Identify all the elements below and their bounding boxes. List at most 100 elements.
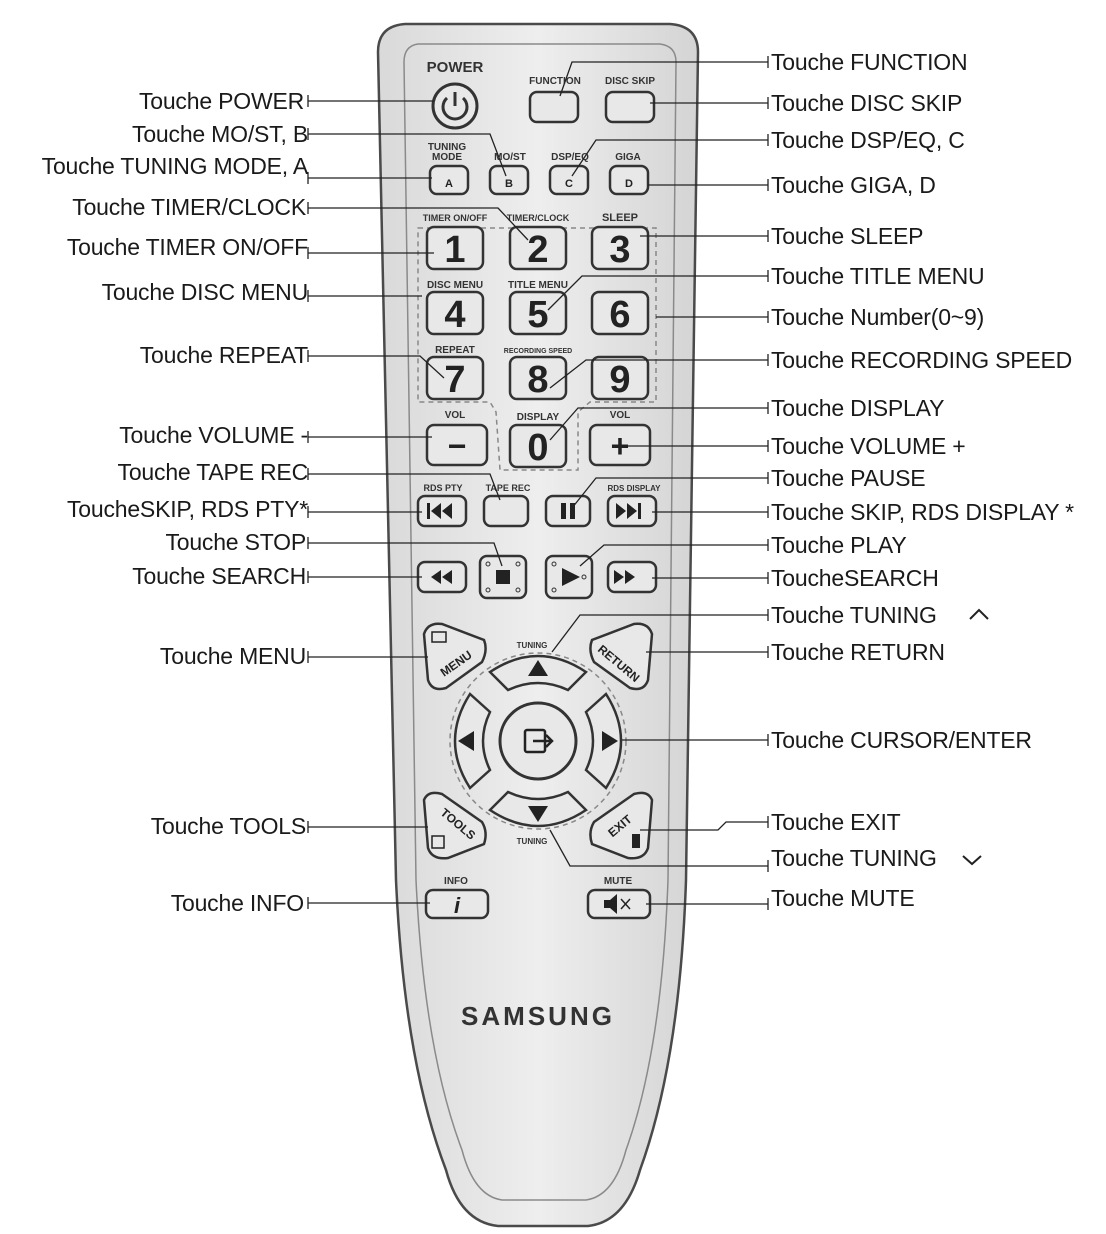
vol-left-label: VOL: [445, 410, 466, 421]
stop-button[interactable]: [478, 554, 528, 600]
letter-key-d[interactable]: D: [608, 164, 650, 196]
caret-up-icon: [969, 608, 989, 620]
skip-back-button[interactable]: [416, 494, 468, 528]
leader-tuning-up: [551, 614, 768, 653]
number-key-label: 4: [444, 294, 465, 336]
number-key-3[interactable]: 3: [590, 225, 650, 271]
volume-minus-button[interactable]: −: [425, 423, 489, 467]
number-key-8[interactable]: 8: [508, 355, 568, 401]
caret-down-icon: [962, 855, 982, 866]
mute-button[interactable]: [586, 888, 652, 920]
play-button[interactable]: [544, 554, 594, 600]
arrow-down-icon: [528, 806, 548, 822]
leader-play: [579, 544, 768, 567]
callout-return: Touche RETURN: [771, 639, 945, 665]
callout-mute: Touche MUTE: [771, 885, 915, 911]
number-key-1[interactable]: 1: [425, 225, 485, 271]
fast-forward-button[interactable]: [606, 560, 658, 594]
callout-play: Touche PLAY: [771, 532, 907, 558]
function-button[interactable]: [528, 90, 580, 124]
letter-key-label: A: [445, 178, 453, 190]
tape-rec-button[interactable]: [482, 494, 530, 528]
callout-tape-rec: Touche TAPE REC: [117, 459, 309, 485]
callout-info: Touche INFO: [170, 890, 304, 916]
cursor-right-button[interactable]: [584, 692, 623, 790]
callout-tuning-up: Touche TUNING: [771, 602, 937, 628]
callout-display: Touche DISPLAY: [771, 395, 945, 421]
cursor-down-button[interactable]: [488, 790, 588, 828]
disc-skip-button[interactable]: [604, 90, 656, 124]
stop-icon: [496, 570, 510, 584]
rds-pty-label: RDS PTY: [423, 483, 462, 493]
callout-repeat: Touche REPEAT: [139, 342, 308, 368]
number-key-4[interactable]: 4: [425, 290, 485, 336]
callout-sleep: Touche SLEEP: [771, 223, 924, 249]
mute-label: MUTE: [604, 876, 633, 887]
remote-face: [403, 43, 677, 1201]
callout-number: Touche Number(0~9): [771, 304, 985, 330]
leader-dsp-eq: [571, 139, 768, 177]
skip-forward-button[interactable]: [606, 494, 658, 528]
number-key-0[interactable]: 0: [508, 423, 568, 469]
number-key-label: 2: [527, 229, 548, 271]
number-key-7[interactable]: 7: [425, 355, 485, 401]
leader-function: [559, 61, 768, 97]
samsung-logo: SAMSUNG: [461, 1001, 615, 1031]
arrow-left-icon: [458, 731, 474, 751]
callout-tools: Touche TOOLS: [150, 813, 306, 839]
info-button[interactable]: i: [424, 888, 490, 920]
callout-function: Touche FUNCTION: [771, 49, 968, 75]
power-label: POWER: [427, 59, 484, 76]
play-icon: [562, 568, 580, 586]
callout-disc-menu: Touche DISC MENU: [101, 279, 309, 305]
menu-button[interactable]: MENU: [422, 622, 487, 691]
leader-tape-rec: [308, 473, 501, 501]
exit-button[interactable]: EXIT: [589, 791, 654, 860]
callout-timer-clock: Touche TIMER/CLOCK: [72, 194, 306, 220]
callout-search-left: Touche SEARCH: [132, 563, 306, 589]
recording-speed-label: RECORDING SPEED: [504, 348, 572, 355]
pause-button[interactable]: [544, 494, 592, 528]
cursor-up-button[interactable]: [488, 654, 588, 692]
number-key-label: 1: [444, 229, 465, 271]
pause-icon: [561, 503, 575, 519]
dsp-eq-label: DSP/EQ: [551, 152, 589, 163]
rewind-icon: [431, 570, 452, 584]
enter-button[interactable]: [498, 701, 578, 781]
rewind-button[interactable]: [416, 560, 468, 594]
fast-forward-icon: [614, 570, 635, 584]
callout-skip-rds-pty: ToucheSKIP, RDS PTY*: [66, 496, 308, 522]
tuning-down-label: TUNING: [517, 837, 548, 846]
letter-key-a[interactable]: A: [428, 164, 470, 196]
callout-volume-minus: Touche VOLUME -: [119, 422, 308, 448]
letter-key-c[interactable]: C: [548, 164, 590, 196]
power-button[interactable]: [431, 82, 479, 130]
number-key-label: 6: [609, 294, 630, 336]
timer-clock-label: TIMER/CLOCK: [507, 213, 570, 223]
number-key-label: 9: [609, 359, 630, 401]
leader-mo-st: [308, 133, 507, 177]
letter-key-label: C: [565, 178, 573, 190]
callout-leaders: [307, 56, 769, 910]
callout-recording-speed: Touche RECORDING SPEED: [771, 347, 1073, 373]
cursor-left-button[interactable]: [453, 692, 492, 790]
power-icon: [441, 92, 469, 121]
volume-plus-button[interactable]: +: [588, 423, 652, 467]
letter-key-label: B: [505, 178, 513, 190]
number-key-2[interactable]: 2: [508, 225, 568, 271]
callout-tuning-mode: Touche TUNING MODE, A: [41, 153, 309, 179]
number-key-label: 7: [444, 359, 465, 401]
nav-ring: [449, 652, 627, 830]
letter-key-b[interactable]: B: [488, 164, 530, 196]
number-key-9[interactable]: 9: [590, 355, 650, 401]
number-key-5[interactable]: 5: [508, 290, 568, 336]
leader-pause: [571, 477, 768, 509]
display-label: DISPLAY: [517, 412, 560, 423]
number-key-6[interactable]: 6: [590, 290, 650, 336]
callout-dsp-eq: Touche DSP/EQ, C: [771, 127, 965, 153]
callout-giga: Touche GIGA, D: [771, 172, 936, 198]
title-menu-label: TITLE MENU: [508, 280, 568, 291]
skip-forward-icon: [616, 503, 641, 519]
